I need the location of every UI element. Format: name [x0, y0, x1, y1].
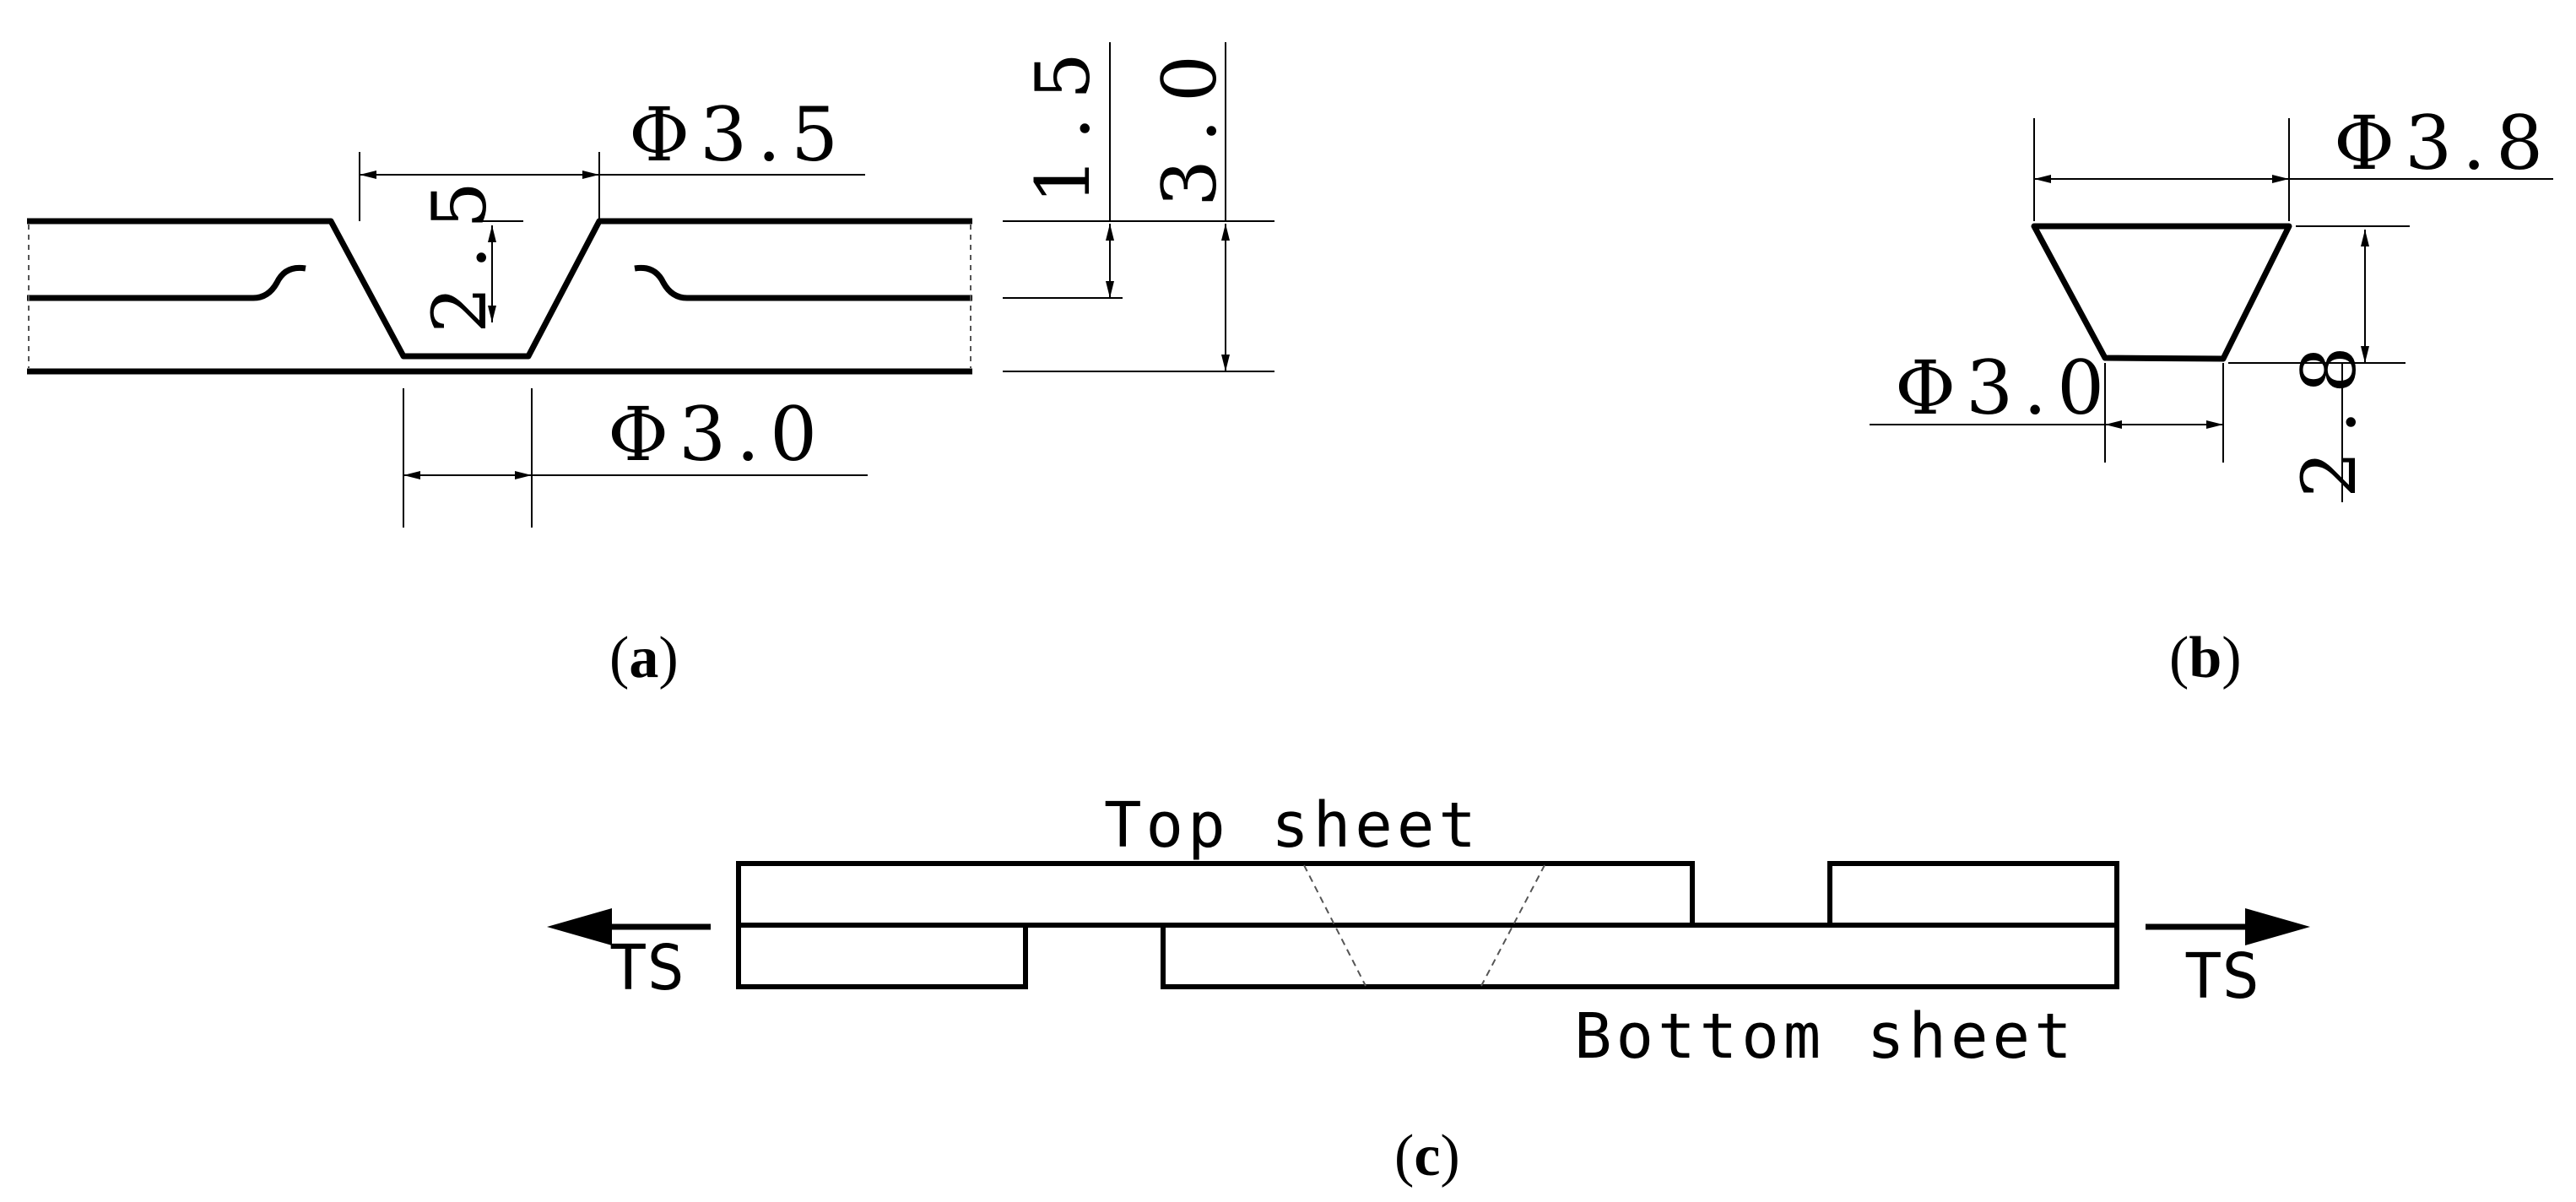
panel-a-sheet-profile: [27, 218, 972, 375]
panel-a-top-width-label: Φ3.5: [629, 91, 848, 178]
panel-b-top-width-label: Φ3.8: [2334, 100, 2553, 187]
panel-a: Φ3.5 Φ3.0 2.5 1.5 3.0 (a): [27, 35, 1274, 690]
bottom-sheet-end: [736, 923, 1028, 989]
panel-a-break-lines: [28, 225, 971, 368]
right-force-label: TS: [2184, 940, 2259, 1013]
top-sheet-end: [1827, 861, 2119, 928]
panel-a-bottom-thickness-label: 1.5: [1020, 35, 1107, 204]
panel-c-caption: (c): [1394, 1123, 1460, 1188]
panel-a-caption: (a): [609, 625, 679, 690]
panel-a-bottom-width-label: Φ3.0: [608, 391, 827, 478]
panel-b-height-label: 2.8: [2286, 329, 2373, 498]
panel-b-dimension-lines: [1870, 118, 2553, 502]
panel-c: Top sheet Bottom sheet TS TS (c): [547, 789, 2310, 1188]
panel-a-total-thickness-label: 3.0: [1146, 38, 1233, 207]
top-sheet-main: [736, 861, 1695, 928]
panel-b-bottom-width-label: Φ3.0: [1895, 344, 2114, 431]
panel-a-depth-label: 2.5: [416, 165, 503, 333]
bottom-sheet-main: [1161, 923, 2119, 989]
panel-a-dimension-lines: [359, 42, 1274, 528]
panel-c-joint-outline: [1303, 864, 1545, 987]
top-sheet-label: Top sheet: [1104, 789, 1480, 862]
bottom-sheet-label: Bottom sheet: [1574, 1000, 2076, 1073]
panel-b-caption: (b): [2169, 625, 2242, 690]
panel-c-sheets: [736, 861, 2119, 989]
panel-b: Φ3.8 Φ3.0 2.8 (b): [1870, 100, 2553, 690]
left-force-label: TS: [609, 932, 685, 1004]
panel-c-force-arrows: [547, 908, 2310, 945]
panel-b-frustum: [2031, 223, 2292, 362]
